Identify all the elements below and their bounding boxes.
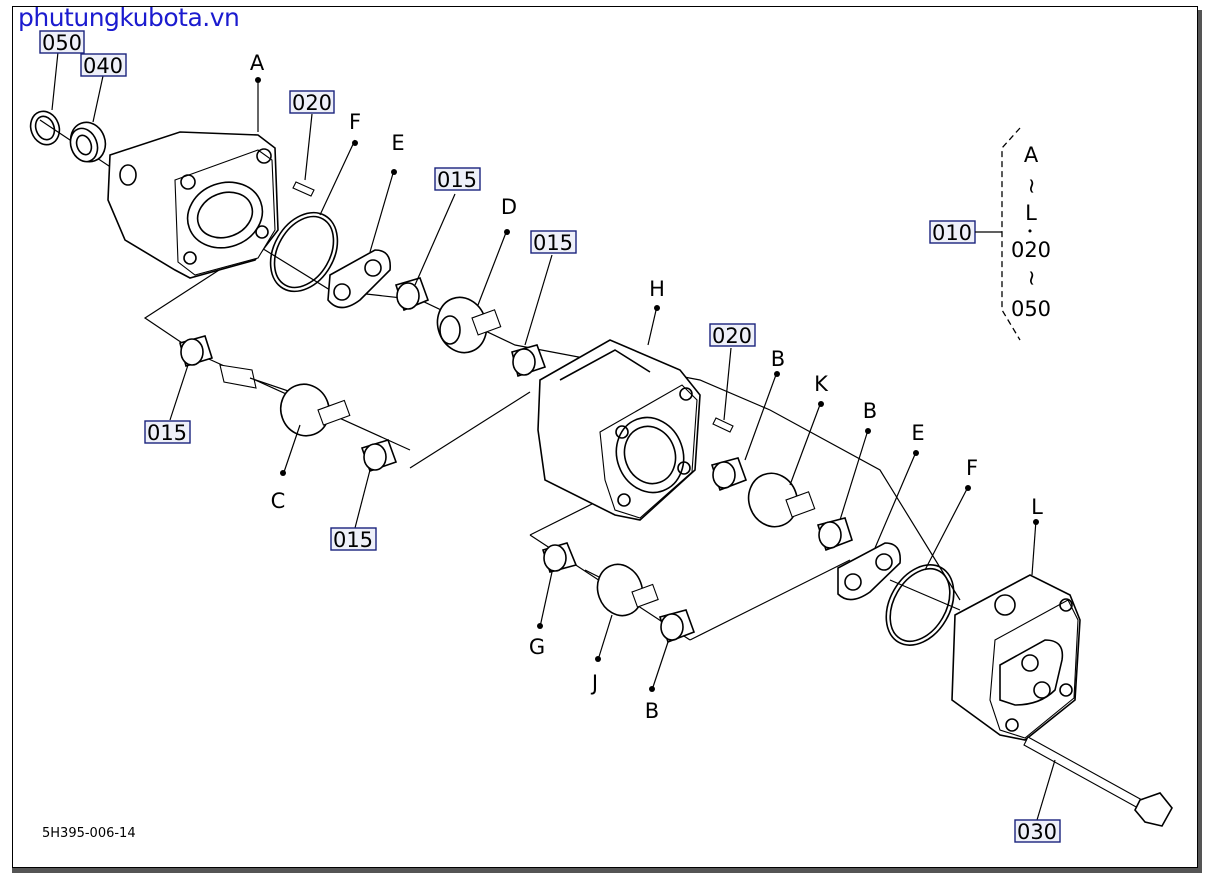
drawing-code: 5H395-006-14 (42, 826, 136, 841)
bushing-B-upper[interactable] (710, 457, 748, 492)
leader-dots (255, 77, 1039, 692)
svg-text:010: 010 (932, 221, 972, 245)
letter-K: K (814, 372, 829, 396)
svg-text:015: 015 (147, 421, 187, 445)
legend-tilde-2: ~ (1020, 269, 1044, 287)
letter-D: D (501, 195, 517, 219)
leader-lines (51, 51, 1056, 821)
bushing-015-lower[interactable] (360, 439, 398, 473)
center-housing-H[interactable] (537, 339, 701, 521)
letter-B-right: B (863, 399, 877, 423)
letter-G: G (529, 635, 545, 659)
svg-text:015: 015 (533, 231, 573, 255)
letter-A: A (250, 51, 265, 75)
letter-B-upper: B (771, 347, 785, 371)
dowel-pin-020-lower[interactable] (712, 417, 734, 433)
legend-plus-to: 050 (1011, 297, 1051, 321)
component-letters: A F E D C H B K B E F L G J B (250, 51, 1043, 723)
bushing-015-left[interactable] (179, 335, 214, 368)
rear-cover-L[interactable] (951, 574, 1081, 741)
part-label-030[interactable]: 030 (1014, 819, 1061, 844)
gasket-E-lower[interactable] (837, 542, 902, 601)
bolt-030[interactable] (1023, 736, 1173, 827)
front-cover-A[interactable] (107, 131, 279, 279)
svg-text:015: 015 (437, 168, 477, 192)
part-label-015-lower[interactable]: 015 (330, 527, 377, 552)
letter-E-lower: E (911, 421, 924, 445)
dowel-pin-020-upper[interactable] (292, 181, 315, 197)
legend-to: L (1025, 201, 1037, 225)
letter-H: H (649, 277, 665, 301)
bushing-015-upper[interactable] (394, 277, 430, 312)
frame-shadow-bottom (12, 868, 1202, 873)
gear-shaft-J[interactable] (584, 558, 659, 622)
svg-text:030: 030 (1017, 820, 1057, 844)
legend-from: A (1024, 143, 1039, 167)
drawing-frame (12, 6, 1198, 868)
o-ring-F-lower[interactable] (873, 553, 968, 657)
svg-text:040: 040 (83, 54, 123, 78)
svg-text:020: 020 (292, 91, 332, 115)
part-label-020-lower[interactable]: 020 (709, 323, 756, 348)
bushing-015-mid[interactable] (511, 344, 547, 378)
gear-shaft-D[interactable] (430, 290, 502, 359)
part-label-015-left[interactable]: 015 (144, 420, 191, 445)
legend-tilde-1: ~ (1020, 177, 1044, 195)
o-ring-F-upper[interactable] (257, 201, 351, 304)
gear-shaft-K[interactable] (741, 466, 816, 533)
letter-C: C (271, 489, 286, 513)
bushing-B-right[interactable] (816, 517, 853, 552)
svg-text:015: 015 (333, 528, 373, 552)
gasket-E-upper[interactable] (327, 249, 392, 309)
assembly-legend: A ~ L • 020 ~ 050 (975, 127, 1051, 341)
letter-E-upper: E (391, 131, 404, 155)
part-label-010[interactable]: 010 (929, 220, 976, 245)
snap-ring-050[interactable] (26, 107, 64, 149)
watermark-text: phutungkubota.vn (18, 3, 240, 32)
letter-F-upper: F (349, 110, 361, 134)
letter-L: L (1031, 495, 1043, 519)
oil-seal-040[interactable] (65, 117, 111, 166)
needle-bearing-G[interactable] (541, 542, 578, 573)
letter-F-lower: F (966, 456, 978, 480)
frame-shadow-right (1198, 10, 1202, 872)
part-label-015-upper[interactable]: 015 (434, 167, 481, 192)
part-label-050[interactable]: 050 (39, 30, 85, 55)
bushing-B-lower[interactable] (658, 609, 696, 644)
svg-text:020: 020 (712, 324, 752, 348)
drive-shaft-C[interactable] (219, 364, 351, 443)
letter-B-lower: B (645, 699, 659, 723)
svg-text:050: 050 (42, 31, 82, 55)
letter-J: J (590, 671, 598, 695)
legend-dot: • (1027, 225, 1034, 238)
part-label-015-mid[interactable]: 015 (530, 230, 577, 255)
part-label-040[interactable]: 040 (80, 53, 127, 78)
legend-plus-from: 020 (1011, 238, 1051, 262)
part-label-020-upper[interactable]: 020 (289, 90, 335, 115)
